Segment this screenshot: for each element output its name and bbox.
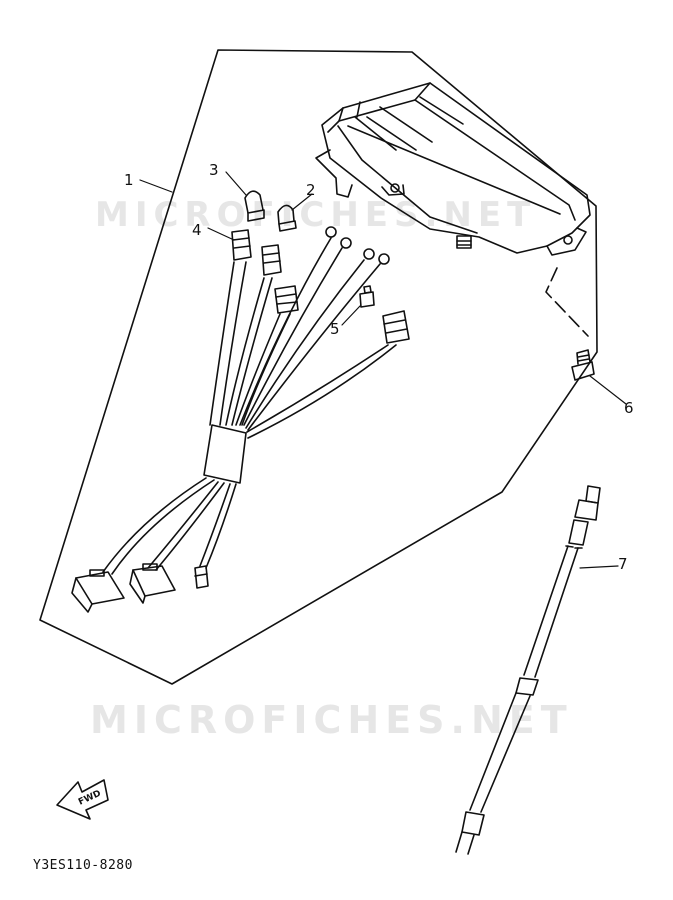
bulb-plug xyxy=(194,565,209,589)
diagram-code: Y3ES110-8280 xyxy=(33,858,133,873)
ring-terminals xyxy=(325,226,390,265)
callout-4: 4 xyxy=(192,221,202,239)
watermark-bottom: MICROFICHES.NET xyxy=(90,698,573,742)
screw-leader xyxy=(545,267,589,337)
callout-2: 2 xyxy=(306,181,316,199)
callout-7: 7 xyxy=(618,555,628,573)
screw-6 xyxy=(571,349,595,381)
bulb-2 xyxy=(277,204,297,232)
callout-5: 5 xyxy=(330,320,340,338)
wire-harness xyxy=(102,237,397,575)
connector-left xyxy=(71,569,125,613)
meter-housing xyxy=(315,82,591,256)
socket-4 xyxy=(231,229,252,261)
fwd-arrow-icon xyxy=(56,779,109,820)
watermark-top: MICROFICHES.NET xyxy=(95,195,537,235)
speedometer-cable xyxy=(455,485,601,855)
connector-right xyxy=(129,563,176,604)
bulb-3 xyxy=(244,190,265,222)
callout-6: 6 xyxy=(624,399,634,417)
callout-3: 3 xyxy=(209,161,219,179)
assembly-outline xyxy=(39,49,598,685)
socket-c xyxy=(274,285,299,314)
callout-1: 1 xyxy=(124,171,134,189)
socket-b xyxy=(261,244,282,276)
grommet-5 xyxy=(359,285,375,308)
leader-lines xyxy=(139,171,627,569)
socket-d xyxy=(382,310,410,344)
